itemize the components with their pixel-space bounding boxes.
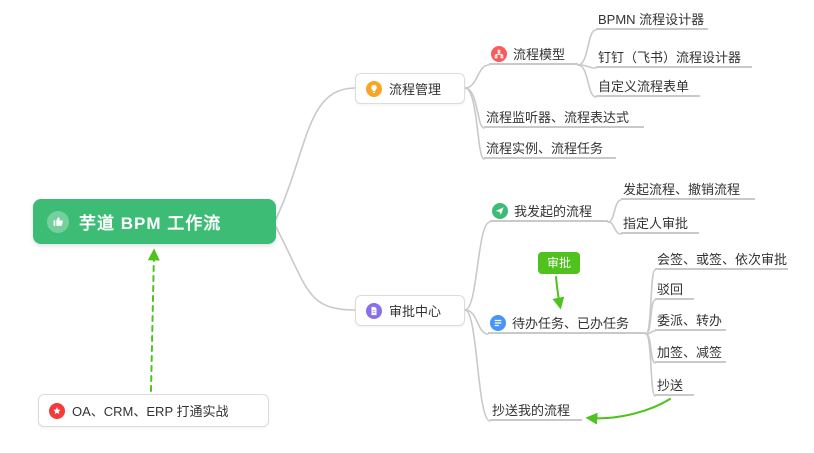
bulb-icon bbox=[366, 80, 382, 97]
arrow-oa-to-root bbox=[147, 248, 160, 392]
connector-todo-countersign bbox=[645, 269, 656, 335]
node-add-remove-sign[interactable]: 加签、减签 bbox=[655, 342, 726, 363]
node-process-model-label: 流程模型 bbox=[513, 47, 566, 62]
connector-ac-my-initiated bbox=[464, 221, 491, 311]
connector-initiated-assignee bbox=[607, 221, 622, 235]
node-instance-task-label: 流程实例、流程任务 bbox=[486, 141, 604, 156]
node-process-model[interactable]: 流程模型 bbox=[489, 44, 578, 65]
connector-root-approval-center bbox=[275, 226, 356, 311]
node-listener-expression[interactable]: 流程监听器、流程表达式 bbox=[484, 107, 644, 128]
node-approval-center[interactable]: 审批中心 bbox=[355, 295, 465, 326]
node-process-management-label: 流程管理 bbox=[389, 82, 442, 97]
node-countersign[interactable]: 会签、或签、依次审批 bbox=[655, 249, 788, 270]
node-dingtalk-feishu-designer-label: 钉钉（飞书）流程设计器 bbox=[598, 50, 742, 65]
approval-badge[interactable]: 审批 bbox=[538, 252, 581, 274]
node-my-initiated-label: 我发起的流程 bbox=[514, 204, 593, 219]
node-cc-my-process[interactable]: 抄送我的流程 bbox=[490, 400, 582, 421]
connector-pm-instance bbox=[464, 87, 485, 160]
connector-pm-process-model bbox=[464, 64, 490, 89]
node-reject-label: 驳回 bbox=[657, 282, 684, 297]
connector-model-bpmn bbox=[577, 29, 597, 66]
node-approval-center-label: 审批中心 bbox=[389, 304, 442, 319]
node-dingtalk-feishu-designer[interactable]: 钉钉（飞书）流程设计器 bbox=[596, 47, 752, 68]
node-delegate-transfer-label: 委派、转办 bbox=[657, 313, 723, 328]
connector-root-process-management bbox=[275, 87, 356, 220]
document-icon bbox=[366, 302, 382, 319]
node-bpmn-designer[interactable]: BPMN 流程设计器 bbox=[596, 9, 708, 30]
connector-todo-delegate bbox=[645, 330, 656, 335]
node-delegate-transfer[interactable]: 委派、转办 bbox=[655, 310, 726, 331]
node-listener-expression-label: 流程监听器、流程表达式 bbox=[486, 110, 630, 125]
node-cc[interactable]: 抄送 bbox=[655, 375, 694, 396]
root-node-label: 芋道 BPM 工作流 bbox=[79, 214, 222, 233]
connector-ac-todo bbox=[464, 309, 489, 335]
node-todo-done-tasks-label: 待办任务、已办任务 bbox=[512, 316, 630, 331]
node-process-management[interactable]: 流程管理 bbox=[355, 73, 465, 104]
node-initiate-cancel[interactable]: 发起流程、撤销流程 bbox=[621, 179, 755, 200]
connector-todo-addsign bbox=[645, 333, 656, 364]
connector-initiated-initiate-cancel bbox=[607, 199, 622, 223]
star-icon bbox=[49, 402, 65, 419]
node-todo-done-tasks[interactable]: 待办任务、已办任务 bbox=[488, 313, 646, 334]
node-my-initiated[interactable]: 我发起的流程 bbox=[490, 201, 608, 222]
root-node[interactable]: 芋道 BPM 工作流 bbox=[33, 199, 276, 244]
send-icon bbox=[492, 202, 508, 219]
connector-ac-cc-my-process bbox=[464, 309, 491, 422]
node-assignee-approval-label: 指定人审批 bbox=[623, 216, 689, 231]
node-assignee-approval[interactable]: 指定人审批 bbox=[621, 213, 699, 234]
connector-model-dingtalk bbox=[577, 64, 597, 69]
approval-badge-label: 审批 bbox=[547, 256, 572, 270]
arrow-cc-to-cc-my-process bbox=[585, 398, 671, 425]
tasks-icon bbox=[490, 314, 506, 331]
connector-todo-cc bbox=[645, 333, 656, 397]
node-custom-form-label: 自定义流程表单 bbox=[598, 79, 690, 94]
node-add-remove-sign-label: 加签、减签 bbox=[657, 345, 723, 360]
connector-model-customform bbox=[577, 64, 597, 98]
connector-pm-listener bbox=[464, 87, 485, 129]
connector-todo-reject bbox=[645, 299, 656, 335]
node-instance-task[interactable]: 流程实例、流程任务 bbox=[484, 138, 616, 159]
arrow-badge-to-todo bbox=[552, 276, 565, 310]
node-custom-form[interactable]: 自定义流程表单 bbox=[596, 76, 700, 97]
node-bpmn-designer-label: BPMN 流程设计器 bbox=[598, 12, 705, 27]
node-cc-label: 抄送 bbox=[657, 378, 684, 393]
node-reject[interactable]: 驳回 bbox=[655, 279, 694, 300]
node-countersign-label: 会签、或签、依次审批 bbox=[657, 252, 788, 267]
thumbs-up-icon bbox=[47, 210, 69, 233]
node-oa-crm-erp[interactable]: OA、CRM、ERP 打通实战 bbox=[38, 394, 269, 427]
model-icon bbox=[491, 45, 507, 62]
node-initiate-cancel-label: 发起流程、撤销流程 bbox=[623, 182, 741, 197]
node-oa-crm-erp-label: OA、CRM、ERP 打通实战 bbox=[72, 404, 229, 419]
node-cc-my-process-label: 抄送我的流程 bbox=[492, 403, 571, 418]
